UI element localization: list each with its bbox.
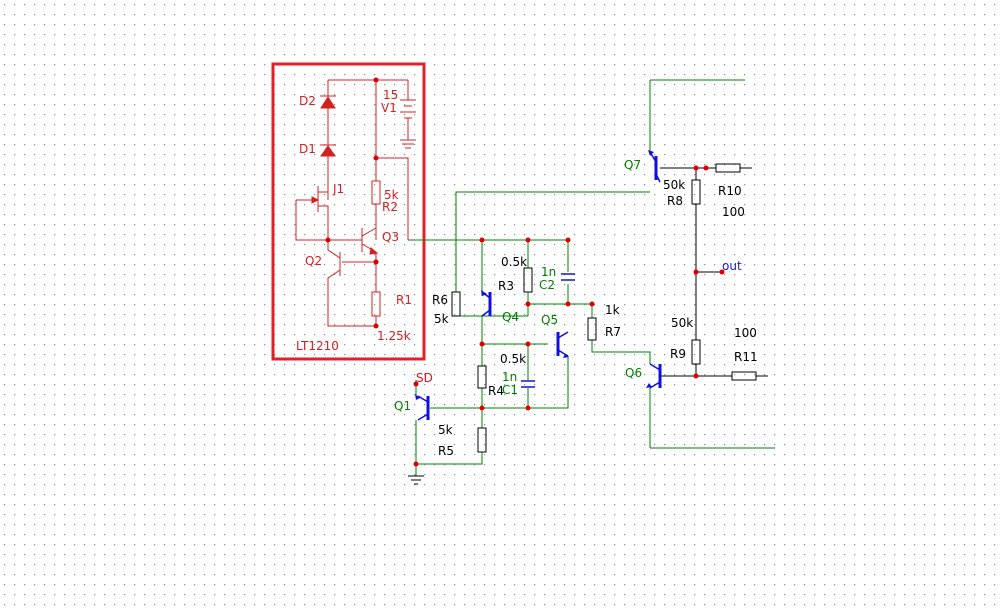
r3-value-label: 0.5k bbox=[501, 255, 527, 269]
r10-name-label: R10 bbox=[718, 184, 742, 198]
transistor-arrows bbox=[415, 150, 654, 400]
r6-name-label: R6 bbox=[432, 293, 448, 307]
r8-name-label: R8 bbox=[667, 194, 683, 208]
c2-value-label: 1n bbox=[541, 265, 556, 279]
r3-name-label: R3 bbox=[498, 279, 514, 293]
lt1210-subcircuit[interactable] bbox=[295, 79, 416, 327]
q1-transistor[interactable] bbox=[417, 395, 430, 421]
q3-transistor[interactable] bbox=[328, 212, 379, 262]
lt1210-highlight-box[interactable] bbox=[271, 62, 426, 361]
capacitors bbox=[521, 273, 575, 388]
r1-value-label: 1.25k bbox=[377, 329, 411, 343]
r4-name-label: R4 bbox=[488, 384, 504, 398]
d1-label: D1 bbox=[299, 142, 316, 156]
r6-value-label: 5k bbox=[434, 312, 449, 326]
q5-label: Q5 bbox=[541, 313, 558, 327]
r11-value-label: 100 bbox=[734, 326, 757, 340]
v1-value-label: 15 bbox=[383, 88, 398, 102]
r9-name-label: R9 bbox=[670, 347, 686, 361]
r7-resistor[interactable] bbox=[587, 317, 597, 341]
r9-resistor[interactable] bbox=[691, 339, 701, 365]
j1-label: J1 bbox=[332, 182, 344, 196]
r9-value-label: 50k bbox=[671, 316, 693, 330]
j1-jfet[interactable] bbox=[295, 186, 329, 241]
r7-name-label: R7 bbox=[605, 325, 621, 339]
q7-label: Q7 bbox=[624, 158, 641, 172]
subcircuit-top-wire bbox=[328, 79, 408, 158]
r4-resistor[interactable] bbox=[477, 365, 487, 389]
out-label: out bbox=[722, 259, 742, 273]
r10-resistor[interactable] bbox=[715, 163, 741, 173]
r6-resistor[interactable] bbox=[451, 291, 461, 317]
r3-resistor[interactable] bbox=[523, 267, 533, 293]
r8-resistor[interactable] bbox=[691, 179, 701, 205]
c2-capacitor[interactable] bbox=[561, 273, 575, 281]
r5-value-label: 5k bbox=[438, 423, 453, 437]
d1-diode[interactable] bbox=[320, 144, 336, 157]
v1-source[interactable] bbox=[400, 80, 416, 149]
q1-label: Q1 bbox=[394, 399, 411, 413]
q3-label: Q3 bbox=[382, 230, 399, 244]
v1-name-label: V1 bbox=[381, 101, 397, 115]
lt1210-label: LT1210 bbox=[296, 339, 339, 353]
q6-label: Q6 bbox=[625, 366, 642, 380]
c1-value-label: 1n bbox=[502, 370, 517, 384]
r11-resistor[interactable] bbox=[731, 371, 757, 381]
r2-name-label: R2 bbox=[382, 200, 398, 214]
r2-value-label: 5k bbox=[384, 188, 399, 202]
c2-name-label: C2 bbox=[539, 278, 555, 292]
r10-value-label: 100 bbox=[722, 205, 745, 219]
r5-resistor[interactable] bbox=[477, 427, 487, 453]
r11-name-label: R11 bbox=[734, 350, 758, 364]
d2-diode[interactable] bbox=[320, 95, 336, 109]
c1-capacitor[interactable] bbox=[521, 380, 535, 388]
ground-symbol bbox=[408, 475, 424, 485]
subcircuit-output-wire bbox=[376, 157, 409, 240]
node-dots bbox=[325, 77, 725, 467]
q2-transistor[interactable] bbox=[327, 240, 381, 327]
r1-name-label: R1 bbox=[396, 293, 412, 307]
r5-name-label: R5 bbox=[438, 444, 454, 458]
q4-label: Q4 bbox=[502, 310, 519, 324]
q2-label: Q2 bbox=[305, 254, 322, 268]
d2-label: D2 bbox=[299, 94, 316, 108]
r8-value-label: 50k bbox=[663, 178, 685, 192]
r7-value-label: 1k bbox=[605, 303, 620, 317]
r4-value-label: 0.5k bbox=[500, 352, 526, 366]
sd-label: SD bbox=[416, 371, 433, 385]
c1-name-label: C1 bbox=[502, 383, 518, 397]
